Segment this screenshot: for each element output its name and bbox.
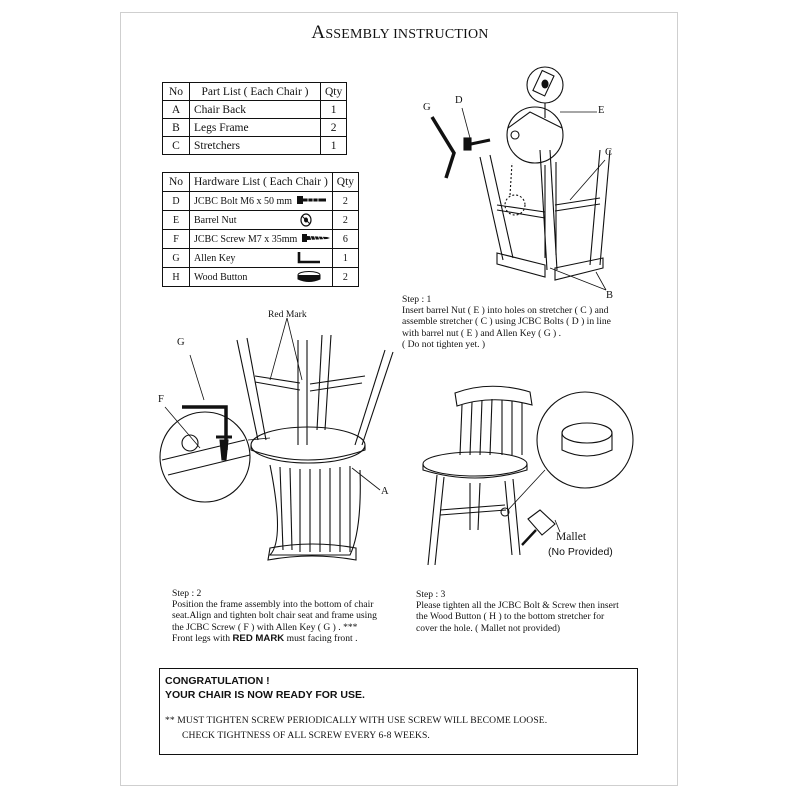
title-rest: ssembly Instruction xyxy=(325,27,489,42)
step3-line: the Wood Button ( H ) to the bottom stre… xyxy=(416,611,605,623)
cell-name-text: Wood Button xyxy=(194,271,248,283)
table-row: D JCBC Bolt M6 x 50 mm 2 xyxy=(162,191,360,211)
label-b: B xyxy=(606,290,614,301)
step2-pre: Front legs with xyxy=(172,632,233,644)
step3-line: Step : 3 xyxy=(416,589,446,600)
cell-name: Stretchers xyxy=(189,136,321,155)
table-row: E Barrel Nut 2 xyxy=(162,210,360,230)
step2-line: Step : 2 xyxy=(172,588,202,599)
cell-qty: 2 xyxy=(331,267,360,287)
cell-name: Wood Button xyxy=(189,267,333,287)
warning-line-1: ** MUST TIGHTEN SCREW PERIODICALLY WITH … xyxy=(165,715,548,726)
table-row: C Stretchers 1 xyxy=(162,136,348,155)
hardware-list-table: No Hardware List ( Each Chair ) Qty D JC… xyxy=(162,172,360,287)
warning-line-2: CHECK TIGHTNESS OF ALL SCREW EVERY 6-8 W… xyxy=(182,730,430,741)
step2-text: Step : 2 Position the frame assembly int… xyxy=(172,588,377,644)
congrats-subheading: YOUR CHAIR IS NOW READY FOR USE. xyxy=(165,689,365,701)
label-g-step2: G xyxy=(177,337,185,348)
cell-no: D xyxy=(162,191,190,211)
label-a: A xyxy=(381,486,389,497)
step3-line: Please tighten all the JCBC Bolt & Screw… xyxy=(416,600,619,612)
cell-qty: 1 xyxy=(319,136,348,155)
table-row: H Wood Button 2 xyxy=(162,267,360,287)
allen-key-icon xyxy=(297,252,320,264)
wood-button-icon xyxy=(297,271,321,282)
label-mallet: Mallet xyxy=(556,531,587,543)
cell-name-text: JCBC Screw M7 x 35mm xyxy=(194,233,298,245)
step1-diagram xyxy=(430,66,611,291)
bolt-icon xyxy=(296,196,326,204)
col-qty: Qty xyxy=(331,172,360,192)
step3-line: cover the hole. ( Mallet not provided) xyxy=(416,622,561,634)
label-red-mark: Red Mark xyxy=(268,309,307,320)
part-list-table: No Part List ( Each Chair ) Qty A Chair … xyxy=(162,82,348,155)
step1-line: with barrel nut ( E ) and Allen Key ( G … xyxy=(402,327,562,339)
step2-line: the JCBC Screw ( F ) with Allen Key ( G … xyxy=(172,621,358,633)
step1-line: assemble stretcher ( C ) using JCBC Bolt… xyxy=(402,316,611,328)
step2-post: must facing front . xyxy=(284,632,358,644)
step3-text: Step : 3 Please tighten all the JCBC Bol… xyxy=(416,589,619,634)
table-header-row: No Hardware List ( Each Chair ) Qty xyxy=(162,172,360,192)
cell-name: Legs Frame xyxy=(189,118,321,137)
col-hardware: Hardware List ( Each Chair ) xyxy=(189,172,333,192)
red-mark-emphasis: RED MARK xyxy=(232,632,285,644)
step3-diagram xyxy=(422,385,634,566)
title-first-letter: A xyxy=(311,22,326,43)
cell-name-text: Allen Key xyxy=(194,252,236,264)
label-g: G xyxy=(423,102,431,113)
step2-diagram xyxy=(159,317,394,561)
label-no-provided: (No Provided) xyxy=(548,546,613,558)
page-border xyxy=(120,12,678,786)
step2-line-last: Front legs with RED MARK must facing fro… xyxy=(172,633,377,644)
step1-text: Step : 1 Insert barrel Nut ( E ) into ho… xyxy=(402,294,611,350)
step1-line: Insert barrel Nut ( E ) into holes on st… xyxy=(402,305,609,317)
cell-no: H xyxy=(162,267,190,287)
cell-name-text: JCBC Bolt M6 x 50 mm xyxy=(194,195,293,207)
label-c: C xyxy=(605,147,613,158)
step1-line: ( Do not tighten yet. ) xyxy=(402,338,486,350)
label-e: E xyxy=(598,105,605,116)
step1-line: Step : 1 xyxy=(402,294,432,305)
congrats-box xyxy=(159,668,638,755)
table-row: F JCBC Screw M7 x 35mm 6 xyxy=(162,229,360,249)
page-title: Assembly Instruction xyxy=(0,22,800,44)
screw-icon xyxy=(301,234,330,242)
congrats-heading: CONGRATULATION ! xyxy=(165,675,270,687)
table-row: G Allen Key 1 xyxy=(162,248,360,268)
cell-name: JCBC Screw M7 x 35mm xyxy=(189,229,333,249)
barrel-nut-icon xyxy=(300,213,312,227)
cell-name-text: Barrel Nut xyxy=(194,214,237,226)
label-d: D xyxy=(455,95,463,106)
label-f: F xyxy=(158,394,164,405)
step2-line: seat.Align and tighten bolt chair seat a… xyxy=(172,610,377,622)
step2-line: Position the frame assembly into the bot… xyxy=(172,599,374,611)
